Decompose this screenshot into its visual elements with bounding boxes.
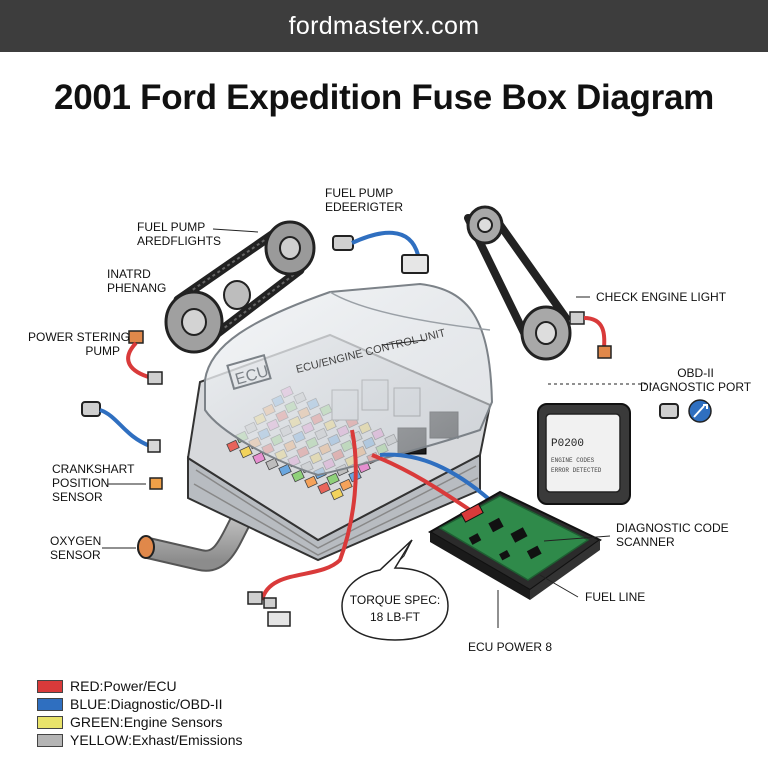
legend-key: GREEN: [70, 714, 124, 730]
fuse [252, 451, 266, 465]
legend-item: BLUE: Diagnostic/OBD-II [37, 695, 242, 713]
ecu-circuit-board [427, 490, 602, 600]
idler-pulley [223, 280, 251, 310]
fuse [239, 445, 253, 459]
wrench-icon [693, 404, 708, 418]
red-wire-pcb [371, 453, 472, 512]
legend-text: Exhast/Emissions [132, 732, 243, 748]
fuse [339, 478, 353, 492]
legend-text: Engine Sensors [123, 714, 223, 730]
ecu-tag-box [226, 353, 272, 391]
power-steering-connector [126, 330, 163, 385]
check-engine-sensor [569, 296, 612, 359]
legend-item: RED: Power/ECU [37, 677, 242, 695]
oxygen-sensor [137, 535, 155, 559]
fuse [278, 463, 292, 477]
legend-item: GREEN: Engine Sensors [37, 713, 242, 731]
legend-key: BLUE: [70, 696, 111, 712]
fuse [326, 472, 340, 486]
scanner-code: P0200 [551, 438, 584, 450]
diagnostic-scanner: P0200 ENGINE CODES ERROR DETECTED [537, 403, 631, 505]
left-belt-assembly [164, 220, 316, 354]
fuse [330, 487, 344, 501]
label-fuel-line: FUEL LINE [585, 590, 646, 604]
legend-text: Diagnostic/OBD-II [110, 696, 223, 712]
torque-callout: TORQUE SPEC:18 LB-FT [349, 593, 441, 624]
torque-callout-bubble [341, 539, 449, 641]
blue-wire-pcb [379, 452, 492, 502]
fuel-pump-sensor [332, 230, 429, 274]
fuse [265, 457, 279, 471]
right-belt-assembly [464, 205, 572, 361]
red-wire-down [260, 429, 358, 601]
fuse [226, 439, 240, 453]
ground-connector [247, 591, 291, 627]
scanner-line-2: ERROR DETECTED [551, 467, 602, 474]
legend-swatch [37, 733, 63, 747]
legend-key: RED: [70, 678, 104, 694]
crankshaft-sensor [149, 477, 163, 490]
fuse [304, 475, 318, 489]
legend-swatch [37, 679, 63, 693]
scanner-line-1: ENGINE CODES [551, 457, 595, 464]
clear-lid [204, 282, 494, 477]
legend-key: YELLOW: [70, 732, 132, 748]
legend-swatch [37, 697, 63, 711]
site-banner: fordmasterx.com [0, 0, 768, 52]
label-check-engine: CHECK ENGINE LIGHT [596, 290, 727, 304]
page-title: 2001 Ford Expedition Fuse Box Diagram [54, 78, 714, 117]
legend-text: Power/ECU [103, 678, 177, 694]
fuse [291, 469, 305, 483]
blue-sensor [81, 401, 161, 453]
legend-swatch [37, 715, 63, 729]
obd-port-connector [659, 399, 712, 423]
label-ecu-power: ECU POWER 8 [468, 640, 553, 654]
legend-item: YELLOW: Exhast/Emissions [37, 731, 242, 749]
fuse [317, 481, 331, 495]
